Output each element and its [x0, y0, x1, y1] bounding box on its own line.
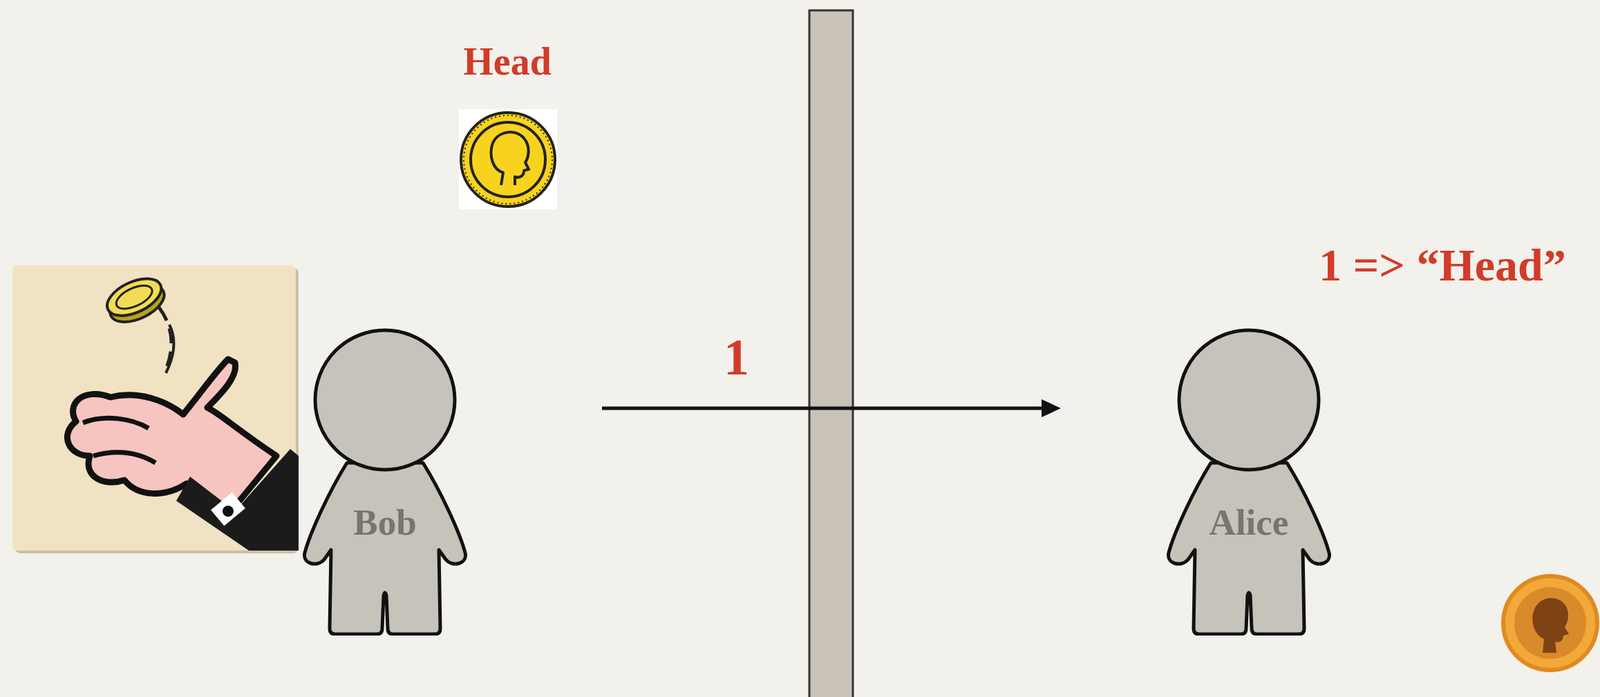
person-name: Bob	[302, 504, 468, 542]
wall	[809, 10, 853, 697]
head-coin-icon	[458, 109, 558, 210]
person-name: Alice	[1165, 504, 1332, 542]
person-head	[315, 330, 455, 470]
person-body	[1168, 463, 1330, 635]
arrow-head	[1041, 399, 1061, 418]
coin-result-label: Head	[463, 42, 552, 81]
person-outline	[1165, 324, 1332, 636]
person-outline	[302, 324, 468, 636]
gold-coin-icon	[1503, 576, 1598, 671]
person-figure: Alice	[1165, 324, 1332, 636]
person-figure: Bob	[302, 324, 468, 636]
person-body	[304, 463, 466, 635]
decoded-message-label: 1 => “Head”	[1318, 242, 1567, 289]
message-arrow	[601, 399, 1061, 418]
coin-flip-picture	[12, 265, 299, 554]
person-head	[1179, 330, 1319, 470]
arrow-line	[601, 407, 1042, 411]
message-value: 1	[723, 331, 750, 383]
